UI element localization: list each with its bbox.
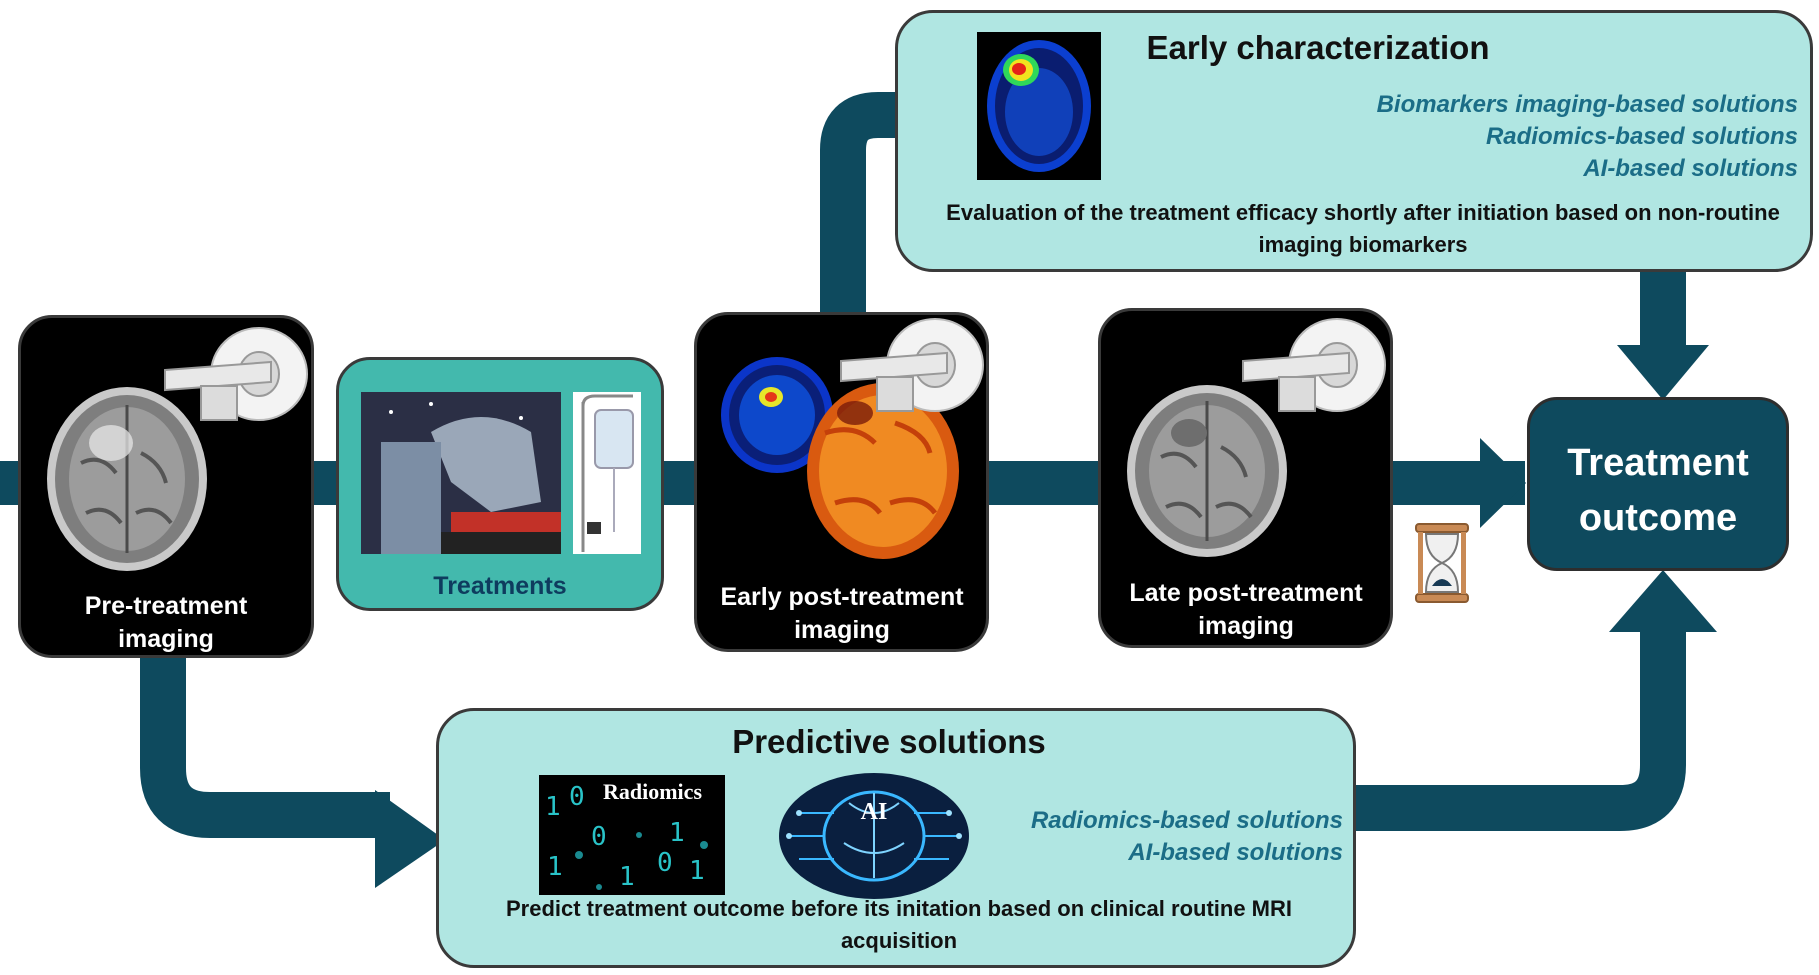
svg-text:0: 0: [591, 822, 607, 852]
predictive-solutions-title: Predictive solutions: [732, 723, 1046, 760]
early-solution-item: Biomarkers imaging-based solutions: [1376, 91, 1798, 118]
radiotherapy-photo: [361, 392, 561, 554]
svg-text:1: 1: [669, 818, 685, 848]
early-characterization-panel: Early characterization Biomarkers imagin…: [895, 10, 1813, 272]
treatments-label: Treatments: [433, 572, 567, 600]
mri-scanner-icon: [840, 318, 984, 412]
early-characterization-title: Early characterization: [1146, 29, 1490, 66]
predictive-solution-item: AI-based solutions: [1128, 839, 1343, 866]
pre-treatment-panel: Pre-treatment imaging: [18, 315, 314, 658]
iv-drip-photo: [573, 392, 641, 554]
pre-treatment-label: Pre-treatment imaging: [84, 592, 248, 653]
pet-scan-image: [977, 32, 1101, 180]
svg-text:0: 0: [569, 782, 585, 812]
radiomics-image-label: Radiomics: [603, 779, 702, 804]
outcome-arrowhead: [1480, 438, 1526, 528]
predictive-solutions-description: Predict treatment outcome before its ini…: [505, 896, 1292, 953]
hourglass-icon: [1415, 523, 1469, 603]
pet-scan-image: [721, 357, 959, 559]
early-down-arrowhead: [1617, 345, 1709, 400]
early-branch-line: [820, 92, 922, 320]
early-solution-item: Radiomics-based solutions: [1485, 123, 1798, 150]
early-solution-item: AI-based solutions: [1583, 155, 1798, 182]
mri-scanner-icon: [164, 327, 308, 421]
brain-mri-image: [47, 387, 207, 571]
late-post-panel: Late post-treatment imaging: [1098, 308, 1393, 648]
ai-brain-image: AI: [779, 773, 969, 899]
early-characterization-description: Evaluation of the treatment efficacy sho…: [946, 200, 1780, 257]
outcome-label: Treatment outcome: [1567, 442, 1749, 539]
predictive-out-arrowhead: [1609, 570, 1717, 632]
svg-text:0: 0: [657, 848, 673, 878]
predictive-out-line: [1345, 630, 1686, 831]
svg-text:1: 1: [619, 862, 635, 892]
predictive-branch-arrowhead: [375, 790, 445, 888]
early-post-panel: Early post-treatment imaging: [694, 312, 989, 652]
predictive-branch-line: [140, 640, 390, 838]
ai-image-label: AI: [860, 799, 888, 825]
outcome-box: Treatment outcome: [1527, 397, 1789, 571]
predictive-solution-item: Radiomics-based solutions: [1030, 807, 1343, 834]
early-post-label: Early post-treatment imaging: [720, 583, 964, 644]
mri-scanner-icon: [1242, 318, 1386, 412]
brain-mri-image: [1127, 385, 1287, 557]
svg-text:1: 1: [689, 856, 705, 886]
svg-text:1: 1: [545, 792, 561, 822]
late-post-label: Late post-treatment imaging: [1129, 579, 1363, 640]
svg-text:1: 1: [547, 852, 563, 882]
treatments-panel: Treatments: [336, 357, 664, 611]
